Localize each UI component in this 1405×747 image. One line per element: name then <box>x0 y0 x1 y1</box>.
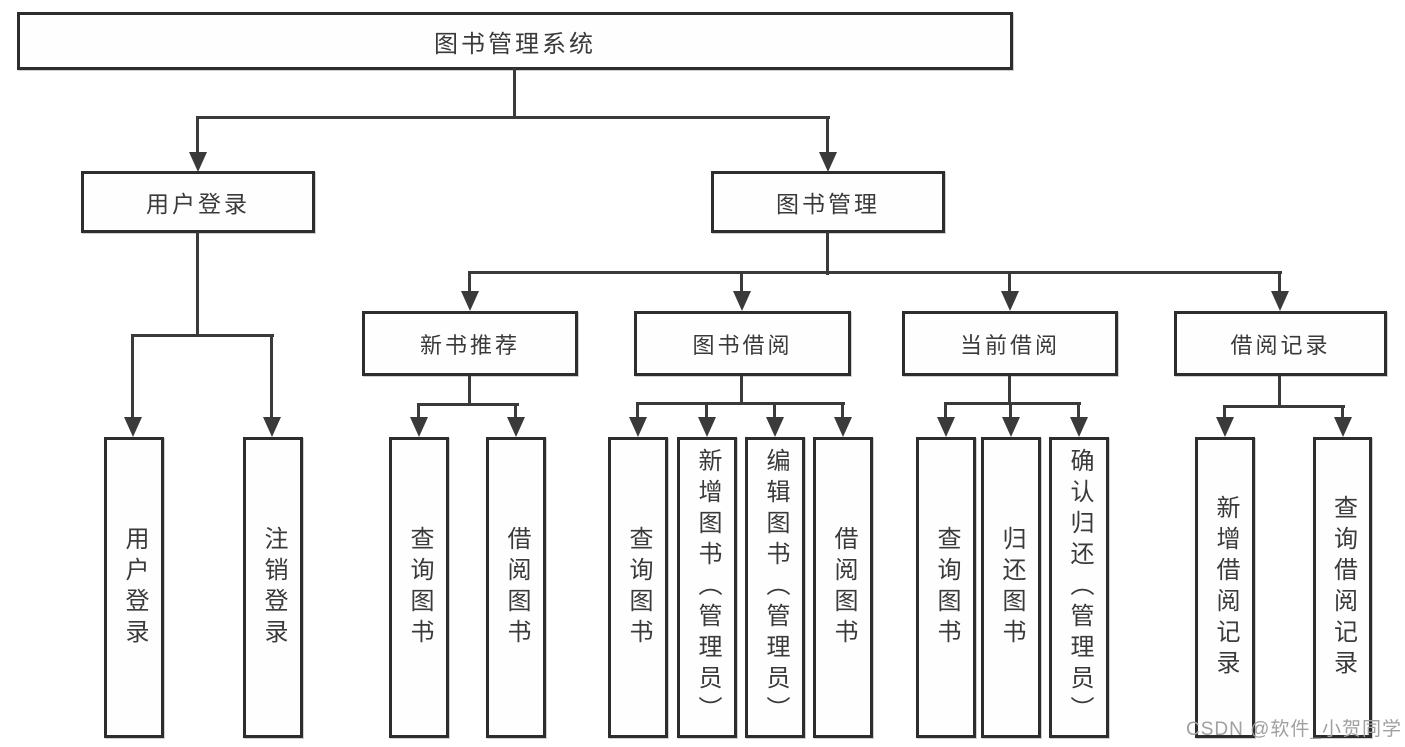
connector-line <box>514 403 517 419</box>
arrow-down-icon <box>937 417 955 437</box>
node-add-books-admin: 新增图书（管理员） <box>677 437 737 738</box>
node-label: 图书管理系统 <box>434 30 596 58</box>
arrow-down-icon <box>819 152 837 172</box>
node-label: 借阅记录 <box>1230 332 1331 358</box>
node-label: 查询图书 <box>625 525 652 650</box>
node-current-borrowing: 当前借阅 <box>902 311 1118 376</box>
node-user-login-action: 用户登录 <box>104 437 164 738</box>
connector-line <box>1223 405 1226 419</box>
arrow-down-icon <box>1070 417 1088 437</box>
node-borrow-books-recommend: 借阅图书 <box>486 437 546 738</box>
node-label: 新增图书（管理员） <box>694 448 721 727</box>
connector-line <box>513 68 516 118</box>
connector-line <box>196 116 199 154</box>
node-label: 注销登录 <box>260 525 287 650</box>
connector-line <box>705 402 708 419</box>
connector-line <box>131 334 274 337</box>
arrow-down-icon <box>733 291 751 311</box>
node-label: 当前借阅 <box>959 332 1060 358</box>
connector-line <box>196 232 199 337</box>
arrow-down-icon <box>507 417 525 437</box>
connector-line <box>826 116 829 154</box>
node-label: 借阅图书 <box>503 525 530 650</box>
arrow-down-icon <box>461 291 479 311</box>
arrow-down-icon <box>189 152 207 172</box>
node-label: 编辑图书（管理员） <box>762 448 789 727</box>
node-book-borrowing: 图书借阅 <box>634 311 851 376</box>
connector-line <box>468 271 1282 274</box>
node-edit-books-admin: 编辑图书（管理员） <box>745 437 805 738</box>
node-label: 查询图书 <box>933 525 960 650</box>
connector-line <box>270 334 273 419</box>
connector-line <box>131 334 134 419</box>
arrow-down-icon <box>1002 417 1020 437</box>
node-book-management: 图书管理 <box>711 171 945 233</box>
node-logout: 注销登录 <box>243 437 303 738</box>
node-label: 查询图书 <box>406 525 433 650</box>
node-label: 新书推荐 <box>419 332 520 358</box>
node-label: 借阅图书 <box>830 525 857 650</box>
node-label: 图书借阅 <box>692 332 793 358</box>
node-label: 用户登录 <box>121 525 148 650</box>
connector-line <box>944 402 1081 405</box>
connector-line <box>740 376 743 405</box>
node-add-borrow-record: 新增借阅记录 <box>1195 437 1255 738</box>
node-borrow-records: 借阅记录 <box>1174 311 1387 376</box>
connector-line <box>1008 376 1011 405</box>
node-label: 用户登录 <box>146 191 250 217</box>
node-new-book-recommend: 新书推荐 <box>362 311 578 376</box>
connector-line <box>1009 402 1012 419</box>
arrow-down-icon <box>698 417 716 437</box>
connector-line <box>1077 402 1080 419</box>
connector-line <box>826 232 829 275</box>
csdn-watermark: CSDN @软件_小贺同学 <box>1186 719 1402 740</box>
arrow-down-icon <box>1216 417 1234 437</box>
node-query-books-current: 查询图书 <box>916 437 976 738</box>
connector-line <box>636 402 639 419</box>
node-query-books-borrowing: 查询图书 <box>608 437 668 738</box>
connector-line <box>1223 405 1345 408</box>
arrow-down-icon <box>1271 291 1289 311</box>
connector-line <box>1341 405 1344 419</box>
connector-line <box>468 376 471 406</box>
arrow-down-icon <box>766 417 784 437</box>
node-label: 确认归还（管理员） <box>1066 448 1093 727</box>
connector-line <box>196 116 830 119</box>
arrow-down-icon <box>834 417 852 437</box>
node-return-books: 归还图书 <box>981 437 1041 738</box>
node-label: 查询借阅记录 <box>1329 494 1357 681</box>
connector-line <box>1278 271 1281 293</box>
connector-line <box>740 271 743 293</box>
node-label: 新增借阅记录 <box>1212 494 1239 681</box>
connector-line <box>636 402 845 405</box>
connector-line <box>944 402 947 419</box>
node-user-login: 用户登录 <box>81 171 315 233</box>
connector-line <box>841 402 844 419</box>
connector-line <box>417 403 519 406</box>
connector-line <box>417 403 420 419</box>
arrow-down-icon <box>1001 291 1019 311</box>
node-query-borrow-record: 查询借阅记录 <box>1313 437 1372 738</box>
node-label: 归还图书 <box>998 525 1025 650</box>
node-query-books-recommend: 查询图书 <box>389 437 449 738</box>
node-borrow-books: 借阅图书 <box>813 437 873 738</box>
connector-line <box>1008 271 1011 293</box>
connector-line <box>773 402 776 419</box>
connector-line <box>1278 376 1281 408</box>
node-confirm-return-admin: 确认归还（管理员） <box>1049 437 1109 738</box>
arrow-down-icon <box>1334 417 1352 437</box>
arrow-down-icon <box>410 417 428 437</box>
arrow-down-icon <box>124 417 142 437</box>
node-label: 图书管理 <box>776 191 880 217</box>
arrow-down-icon <box>629 417 647 437</box>
node-root-library-system: 图书管理系统 <box>17 12 1013 70</box>
arrow-down-icon <box>263 417 281 437</box>
connector-line <box>468 271 471 293</box>
